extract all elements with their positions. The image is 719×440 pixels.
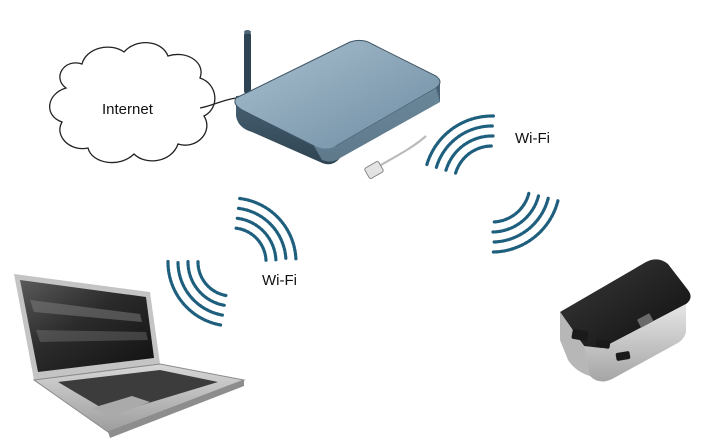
portable-hard-drive (560, 259, 691, 382)
wifi-wave-arc (425, 114, 495, 167)
internet-label: Internet (102, 101, 153, 118)
cloud-router-cable (199, 97, 237, 109)
wifi-label-drive: Wi-Fi (515, 130, 550, 147)
wifi-wave-arc (491, 199, 560, 254)
wifi-wave-arc (454, 144, 495, 175)
wifi-wave-arc (234, 226, 268, 262)
wifi-wave-arc (186, 260, 226, 307)
laptop (14, 274, 246, 438)
wifi-wave-arc (235, 216, 278, 262)
wifi-wave-arc (491, 194, 541, 234)
wifi-label-laptop: Wi-Fi (262, 272, 297, 289)
wifi-wave-arc (166, 259, 223, 327)
wifi-wave-arc (491, 191, 531, 224)
wifi-wave-arc (434, 124, 495, 169)
wifi-wave-arc (491, 196, 550, 244)
wifi-waves-laptop (166, 196, 298, 327)
wlan-router (234, 30, 441, 165)
router-antenna (244, 32, 251, 94)
internet-cloud (49, 42, 216, 164)
wifi-wave-arc (176, 259, 224, 317)
wifi-waves-drive (425, 114, 560, 254)
wifi-wave-arc (444, 134, 495, 172)
wifi-wave-arc (238, 196, 298, 261)
ethernet-cable (364, 135, 427, 179)
wifi-wave-arc (236, 206, 288, 261)
wifi-wave-arc (196, 260, 228, 298)
